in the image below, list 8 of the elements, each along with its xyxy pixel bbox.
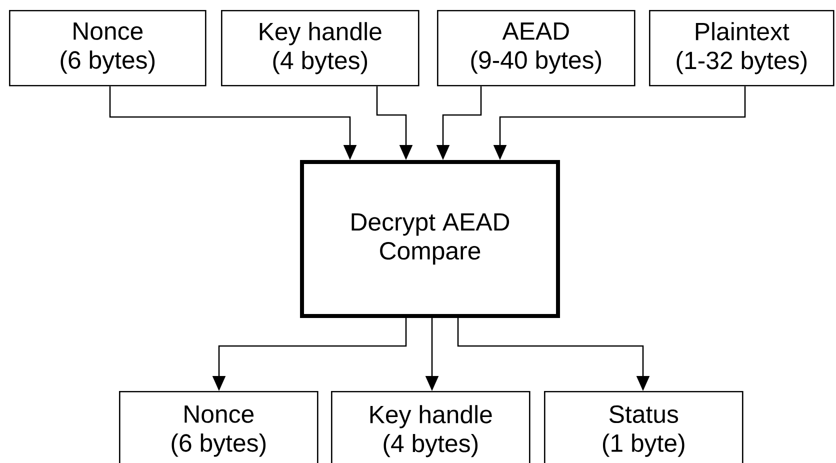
output-box: Key handle (4 bytes) <box>331 391 530 463</box>
input-box: Nonce (6 bytes) <box>9 10 206 86</box>
input-box: Key handle (4 bytes) <box>221 10 420 86</box>
process-box: Decrypt AEAD Compare <box>300 160 560 318</box>
input-box: Plaintext (1-32 bytes) <box>649 10 834 86</box>
output-box: Nonce (6 bytes) <box>119 391 318 463</box>
input-box: AEAD (9-40 bytes) <box>437 10 636 86</box>
output-box: Status (1 byte) <box>544 391 744 463</box>
